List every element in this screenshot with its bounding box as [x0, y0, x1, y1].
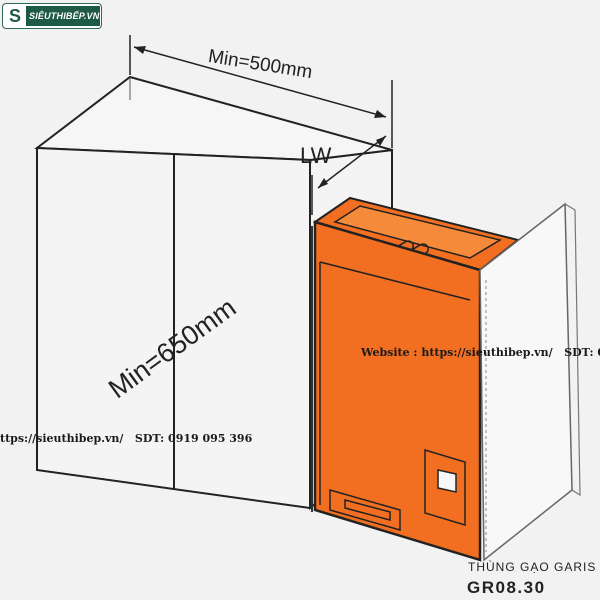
site-logo[interactable]: S SIÊUTHIBẾP.VN	[2, 3, 102, 29]
s-logo-icon: S	[8, 5, 21, 26]
panel-edge	[564, 203, 581, 497]
product-code: GR08.30	[467, 578, 546, 597]
logo-text: SIÊUTHIBẾP.VN	[26, 6, 100, 26]
lw-dimension-line	[317, 135, 387, 189]
arrowhead	[376, 136, 386, 146]
rice-outlet	[329, 489, 401, 531]
arrowhead	[134, 46, 146, 54]
arrowhead	[318, 178, 328, 188]
watermark-left: ttps://sieuthibep.vn/ SDT: 0919 095 396	[0, 432, 253, 445]
dispenser-button	[424, 448, 466, 527]
cabinet-top	[34, 75, 393, 162]
rice-outlet-slot	[344, 499, 391, 521]
product-name: THÙNG GẠO GARIS	[468, 560, 597, 574]
lw-label: LW	[300, 143, 332, 168]
width-dimension-line	[133, 46, 387, 118]
dispenser-key	[437, 469, 457, 493]
watermark-right: Website : https://sieuthibep.vn/ SDT: 09	[361, 346, 600, 359]
arrowhead	[374, 110, 386, 118]
drawer-line	[319, 261, 471, 301]
drawer-lid	[333, 205, 502, 259]
